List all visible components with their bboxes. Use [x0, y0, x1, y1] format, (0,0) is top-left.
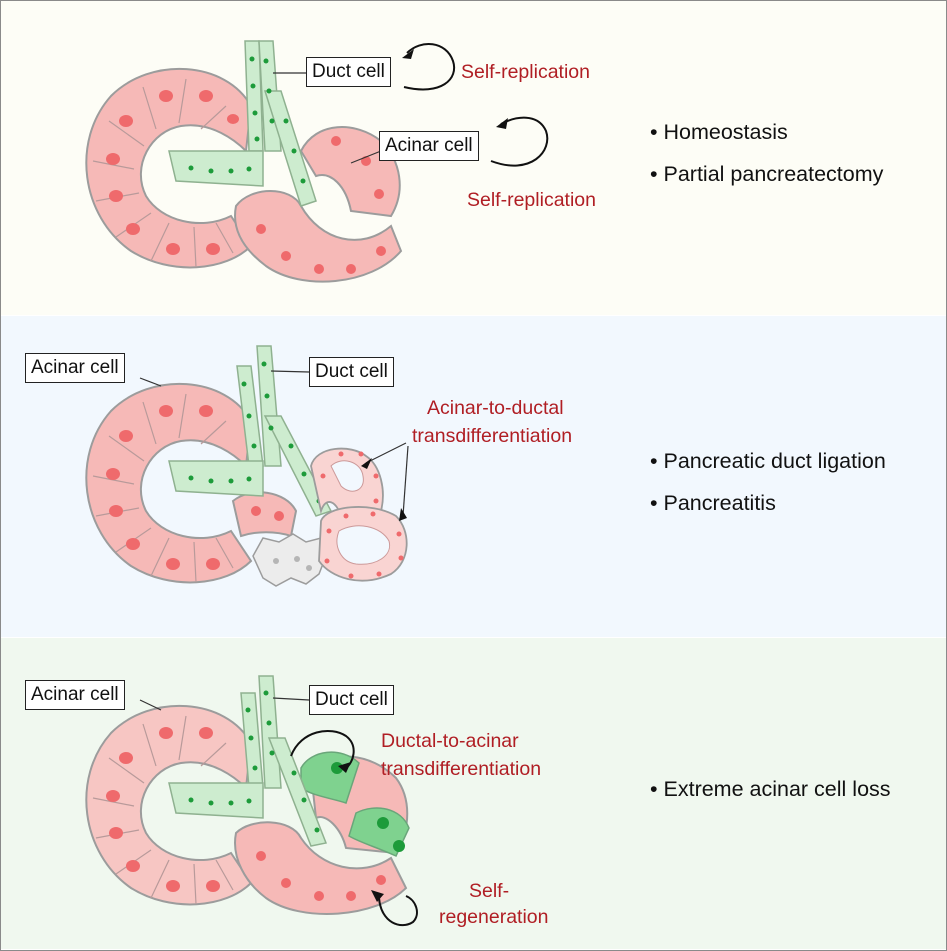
acinar-cell-label: Acinar cell	[25, 353, 125, 383]
condition-item: • Pancreatic duct ligation	[650, 449, 886, 473]
self-regeneration-arrow	[378, 895, 418, 927]
process-self-replication: Self-replication	[461, 61, 590, 83]
duct-cell-label: Duct cell	[306, 57, 391, 87]
acinar-cell-label: Acinar cell	[379, 131, 479, 161]
acinus-illustration-2	[85, 345, 409, 587]
duct-cells	[168, 675, 328, 847]
panel-homeostasis: Duct cell Acinar cell Self-replication S…	[1, 1, 946, 315]
process-transdifferentiation: transdifferentiation	[412, 425, 573, 447]
acinar-cluster	[85, 382, 298, 584]
process-regeneration: regeneration	[439, 906, 549, 928]
process-self-replication: Self-replication	[467, 189, 596, 211]
duct-cells	[168, 40, 317, 207]
self-replication-arrow	[403, 42, 456, 91]
condition-item: • Homeostasis	[650, 120, 788, 144]
acinar-cell-label: Acinar cell	[25, 680, 125, 710]
duct-cell-label: Duct cell	[309, 357, 394, 387]
panel-injury: Acinar cell Duct cell Acinar-to-ductal t…	[1, 316, 946, 637]
process-self: Self-	[469, 880, 510, 902]
panel-extreme-loss: Acinar cell Duct cell Ductal-to-acinar t…	[1, 638, 946, 949]
dying-cells	[252, 533, 327, 587]
duct-cells	[168, 345, 333, 517]
acinus-illustration-3	[85, 675, 418, 927]
condition-item: • Pancreatitis	[650, 491, 776, 515]
condition-item: • Extreme acinar cell loss	[650, 777, 891, 801]
metaplastic-ducts	[310, 447, 408, 582]
process-transdifferentiation: transdifferentiation	[381, 758, 542, 780]
self-replication-arrow	[490, 116, 549, 167]
acinus-illustration-1	[85, 40, 549, 283]
transdifferentiation-arrow	[290, 729, 355, 769]
process-acinar-to-ductal: Acinar-to-ductal	[427, 397, 564, 419]
duct-cell-label: Duct cell	[309, 685, 394, 715]
acinar-cluster	[85, 67, 403, 283]
process-ductal-to-acinar: Ductal-to-acinar	[381, 730, 519, 752]
condition-item: • Partial pancreatectomy	[650, 162, 884, 186]
